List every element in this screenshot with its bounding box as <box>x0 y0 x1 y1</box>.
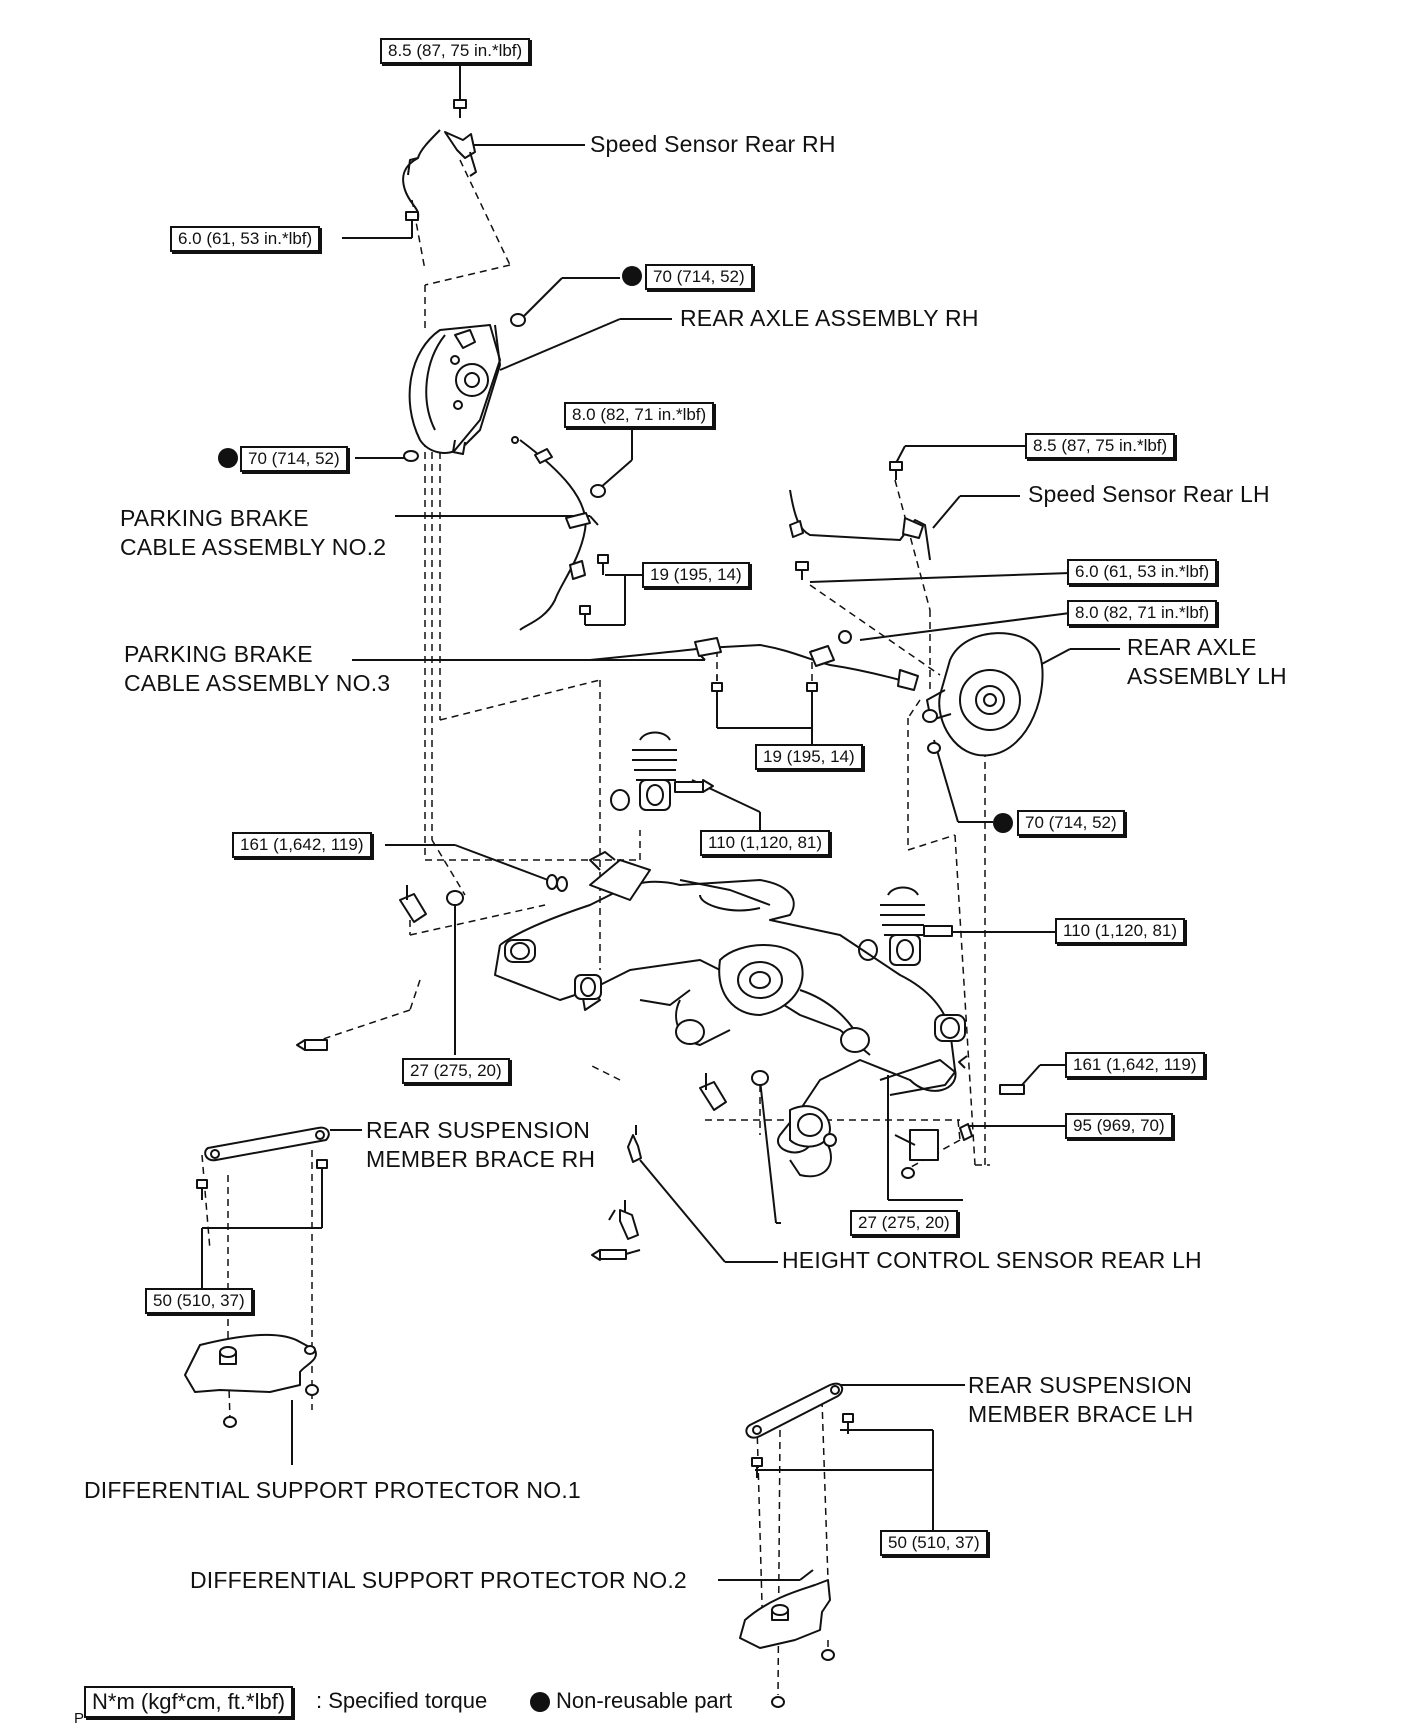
label-rear-axle-assembly-rh: REAR AXLE ASSEMBLY RH <box>680 305 979 331</box>
label-line: CABLE ASSEMBLY NO.3 <box>124 670 391 696</box>
label-parking-brake-no2: PARKING BRAKE CABLE ASSEMBLY NO.2 <box>120 504 386 562</box>
label-height-control-sensor: HEIGHT CONTROL SENSOR REAR LH <box>782 1247 1202 1273</box>
label-diff-support-protector-no2: DIFFERENTIAL SUPPORT PROTECTOR NO.2 <box>190 1567 687 1593</box>
torque-box: 8.5 (87, 75 in.*lbf) <box>1025 433 1176 459</box>
label-diff-support-protector-no1: DIFFERENTIAL SUPPORT PROTECTOR NO.1 <box>84 1477 581 1503</box>
label-line: REAR AXLE <box>1127 634 1257 660</box>
label-parking-brake-no3: PARKING BRAKE CABLE ASSEMBLY NO.3 <box>124 640 390 698</box>
torque-box: 110 (1,120, 81) <box>700 830 831 856</box>
torque-box: 27 (275, 20) <box>850 1210 958 1236</box>
torque-box: 50 (510, 37) <box>880 1530 988 1556</box>
non-reusable-icon <box>993 813 1013 833</box>
non-reusable-icon <box>622 266 642 286</box>
torque-box: 161 (1,642, 119) <box>1065 1052 1205 1078</box>
torque-box: 27 (275, 20) <box>402 1058 510 1084</box>
label-line: CABLE ASSEMBLY NO.2 <box>120 534 387 560</box>
label-line: ASSEMBLY LH <box>1127 663 1287 689</box>
torque-box: 161 (1,642, 119) <box>232 832 372 858</box>
legend-non-reusable: Non-reusable part <box>556 1688 733 1713</box>
torque-box: 8.0 (82, 71 in.*lbf) <box>1067 600 1218 626</box>
non-reusable-icon <box>530 1692 550 1712</box>
torque-box: 70 (714, 52) <box>645 264 753 290</box>
label-rear-axle-assembly-lh: REAR AXLE ASSEMBLY LH <box>1127 633 1287 691</box>
torque-box: 70 (714, 52) <box>1017 810 1125 836</box>
torque-box: 6.0 (61, 53 in.*lbf) <box>170 226 321 252</box>
label-line: REAR SUSPENSION <box>968 1372 1193 1398</box>
torque-box: 8.5 (87, 75 in.*lbf) <box>380 38 531 64</box>
torque-box: 50 (510, 37) <box>145 1288 253 1314</box>
torque-box: 8.0 (82, 71 in.*lbf) <box>564 402 715 428</box>
label-speed-sensor-rear-rh: Speed Sensor Rear RH <box>590 131 836 157</box>
legend-torque-box: N*m (kgf*cm, ft.*lbf) <box>84 1686 294 1718</box>
torque-box: 110 (1,120, 81) <box>1055 918 1186 944</box>
non-reusable-icon <box>218 448 238 468</box>
label-member-brace-lh: REAR SUSPENSION MEMBER BRACE LH <box>968 1371 1193 1429</box>
corner-mark: P <box>74 1710 85 1727</box>
label-line: PARKING BRAKE <box>124 641 313 667</box>
torque-box: 6.0 (61, 53 in.*lbf) <box>1067 559 1218 585</box>
label-line: MEMBER BRACE LH <box>968 1401 1194 1427</box>
label-member-brace-rh: REAR SUSPENSION MEMBER BRACE RH <box>366 1116 595 1174</box>
label-speed-sensor-rear-lh: Speed Sensor Rear LH <box>1028 481 1270 507</box>
torque-box: 19 (195, 14) <box>755 744 863 770</box>
label-line: PARKING BRAKE <box>120 505 309 531</box>
torque-box: 70 (714, 52) <box>240 446 348 472</box>
torque-box: 19 (195, 14) <box>642 562 750 588</box>
legend-specified-torque: : Specified torque <box>316 1688 488 1713</box>
label-line: MEMBER BRACE RH <box>366 1146 596 1172</box>
label-line: REAR SUSPENSION <box>366 1117 591 1143</box>
torque-box: 95 (969, 70) <box>1065 1113 1173 1139</box>
